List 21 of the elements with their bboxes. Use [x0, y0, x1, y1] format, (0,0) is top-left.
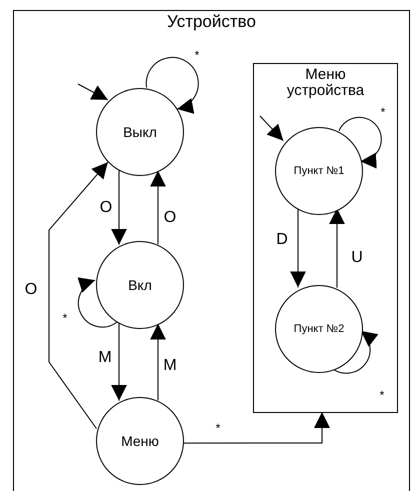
state-name: Вкл [128, 277, 152, 293]
state-name: Пункт №1 [294, 165, 344, 177]
transition-arrow [77, 278, 118, 328]
state-name: Пункт №2 [294, 323, 344, 335]
transition-arrow [48, 162, 108, 430]
state-group-frame [253, 63, 398, 413]
group-title: Меню устройства [286, 67, 366, 98]
state-name: Выкл [123, 124, 157, 140]
transition-arrow [111, 170, 127, 246]
state-name: Меню [121, 433, 159, 449]
transition-arrow [111, 322, 127, 402]
transition-arrow [182, 412, 330, 444]
transition-arrow [150, 170, 166, 245]
transition-arrow [78, 84, 108, 100]
group-title: Устройство [166, 13, 257, 31]
transition-arrow [260, 116, 284, 142]
transition-arrow [338, 116, 382, 168]
transition-arrow [150, 323, 166, 401]
transition-arrow [290, 208, 306, 288]
state-group-frame [13, 10, 410, 491]
transition-arrow [146, 56, 199, 113]
